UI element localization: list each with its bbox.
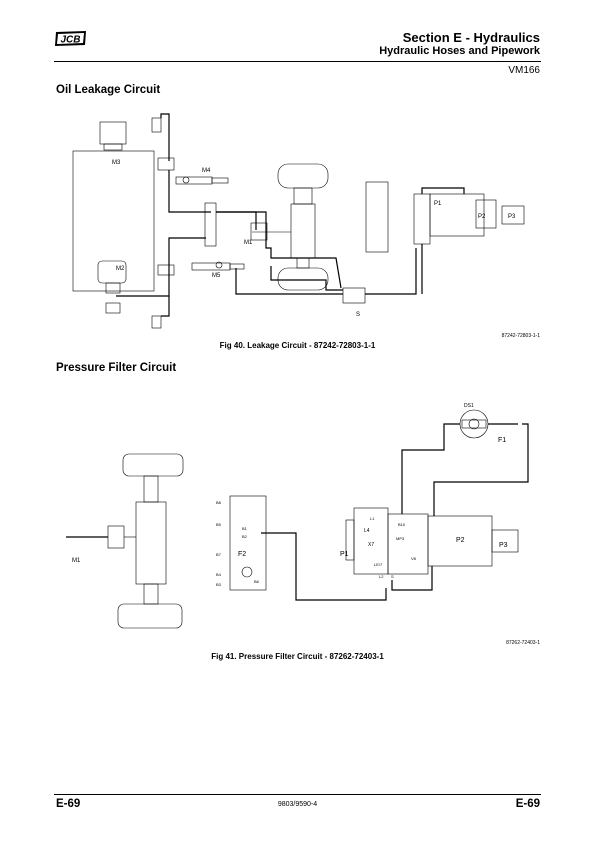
label-p3-pf: P3 [499, 542, 508, 549]
label-p1: P1 [434, 201, 442, 207]
m3-motor [99, 121, 127, 145]
header-rule [54, 61, 541, 62]
fig40-caption: Fig 40. Leakage Circuit - 87242-72803-1-… [219, 341, 376, 350]
label-m4: M4 [202, 168, 211, 174]
label-s: S [356, 312, 360, 318]
label-b2: B2 [242, 534, 248, 539]
label-f1: F1 [498, 437, 506, 444]
section-title: Section E - Hydraulics [402, 30, 540, 45]
label-m3: M3 [112, 160, 121, 166]
label-ds1: DS1 [464, 403, 474, 409]
doc-number: 9803/9590-4 [277, 801, 318, 808]
label-p1-pf: P1 [340, 551, 349, 558]
label-x7: X7 [368, 542, 374, 548]
label-p3: P3 [508, 214, 516, 220]
label-m2: M2 [116, 266, 125, 272]
label-m1-pf: M1 [72, 558, 81, 564]
label-b8: B8 [216, 500, 222, 505]
label-f2: F2 [238, 551, 246, 558]
header-code: VM166 [508, 65, 540, 76]
label-b6: B6 [254, 579, 260, 584]
oil-leakage-heading: Oil Leakage Circuit [56, 84, 161, 96]
label-b4: B4 [216, 572, 222, 577]
label-s-pf: S [391, 574, 394, 579]
label-b5: B5 [216, 522, 222, 527]
tank [72, 150, 155, 292]
label-v8: V8 [411, 556, 417, 561]
leakage-circuit-diagram: M3 M4 M1 M2 M5 S P1 P2 P3 [72, 113, 525, 329]
label-b3: B3 [216, 582, 222, 587]
jcb-logo: JCB [55, 31, 86, 46]
page-number-left: E-69 [56, 798, 81, 810]
label-p2: P2 [478, 214, 486, 220]
label-le7: LE/7 [374, 562, 383, 567]
logo-text: JCB [60, 35, 80, 46]
fig41-ref: 87262-72403-1 [506, 640, 540, 646]
section-subtitle: Hydraulic Hoses and Pipework [379, 45, 540, 57]
fig41-caption: Fig 41. Pressure Filter Circuit - 87262-… [211, 652, 384, 661]
label-m1: M1 [244, 240, 253, 246]
pressure-filter-heading: Pressure Filter Circuit [56, 362, 177, 374]
footer-rule [54, 794, 541, 795]
label-b7: B7 [216, 552, 222, 557]
label-m5: M5 [212, 273, 221, 279]
label-b1: B1 [242, 526, 248, 531]
label-mp3: MP3 [396, 536, 405, 541]
label-b10: B10 [398, 522, 406, 527]
fig40-ref: 87242-72803-1-1 [501, 333, 540, 339]
label-p2-pf: P2 [456, 537, 465, 544]
page-number-right: E-69 [515, 798, 540, 810]
label-l1-pf: L1 [370, 516, 375, 521]
label-l4: L4 [364, 528, 370, 534]
pressure-filter-circuit-diagram: M1 F2 B8 B5 B7 B4 B3 B1 B2 B6 P1 X7 L1 L… [66, 403, 529, 629]
label-l2: L2 [379, 574, 384, 579]
